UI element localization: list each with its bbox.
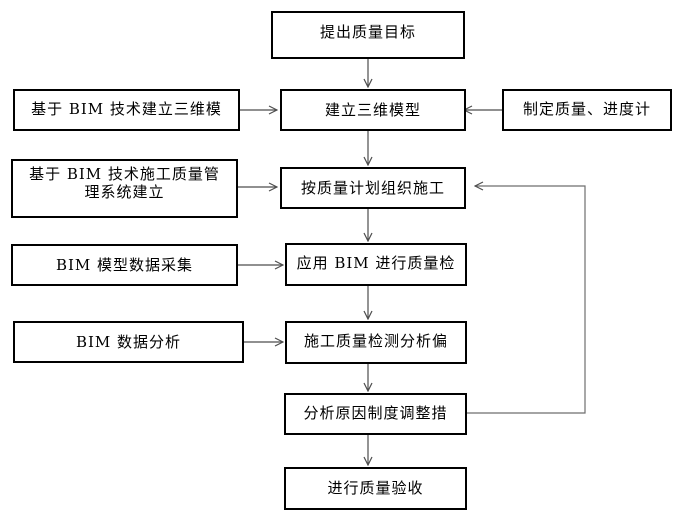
node-build-3d-model: 建立三维模型 bbox=[280, 89, 466, 131]
node-quality-schedule-plan-label: 制定质量、进度计 bbox=[522, 100, 651, 118]
node-quality-deviation: 施工质量检测分析偏 bbox=[285, 321, 467, 364]
node-bim-model-left: 基于 BIM 技术建立三维模 bbox=[13, 89, 240, 131]
node-bim-data-analysis: BIM 数据分析 bbox=[13, 321, 244, 363]
node-quality-goal: 提出质量目标 bbox=[271, 11, 465, 59]
node-bim-data-analysis-label: BIM 数据分析 bbox=[75, 333, 182, 351]
node-organize-construction-label: 按质量计划组织施工 bbox=[300, 179, 445, 197]
node-bim-quality-inspection-label: 应用 BIM 进行质量检 bbox=[296, 254, 456, 272]
node-adjust-measures-label: 分析原因制度调整措 bbox=[303, 404, 448, 422]
node-organize-construction: 按质量计划组织施工 bbox=[280, 167, 466, 209]
node-quality-deviation-label: 施工质量检测分析偏 bbox=[303, 332, 448, 350]
node-bim-data-collection-label: BIM 模型数据采集 bbox=[55, 256, 194, 274]
node-bim-quality-system-line2: 理系统建立 bbox=[84, 183, 165, 201]
node-bim-quality-inspection: 应用 BIM 进行质量检 bbox=[285, 243, 467, 286]
node-bim-model-left-label: 基于 BIM 技术建立三维模 bbox=[31, 100, 222, 118]
node-quality-goal-label: 提出质量目标 bbox=[319, 23, 416, 41]
node-quality-acceptance-label: 进行质量验收 bbox=[327, 479, 424, 497]
node-adjust-measures: 分析原因制度调整措 bbox=[284, 393, 467, 435]
node-bim-quality-system-line1: 基于 BIM 技术施工质量管 bbox=[29, 165, 220, 183]
node-bim-quality-system: 基于 BIM 技术施工质量管 理系统建立 bbox=[11, 159, 238, 218]
node-quality-acceptance: 进行质量验收 bbox=[284, 467, 467, 510]
node-build-3d-model-label: 建立三维模型 bbox=[324, 101, 421, 119]
node-bim-data-collection: BIM 模型数据采集 bbox=[11, 244, 238, 286]
node-quality-schedule-plan: 制定质量、进度计 bbox=[502, 89, 672, 131]
loop-adjust-to-organize bbox=[467, 186, 586, 414]
